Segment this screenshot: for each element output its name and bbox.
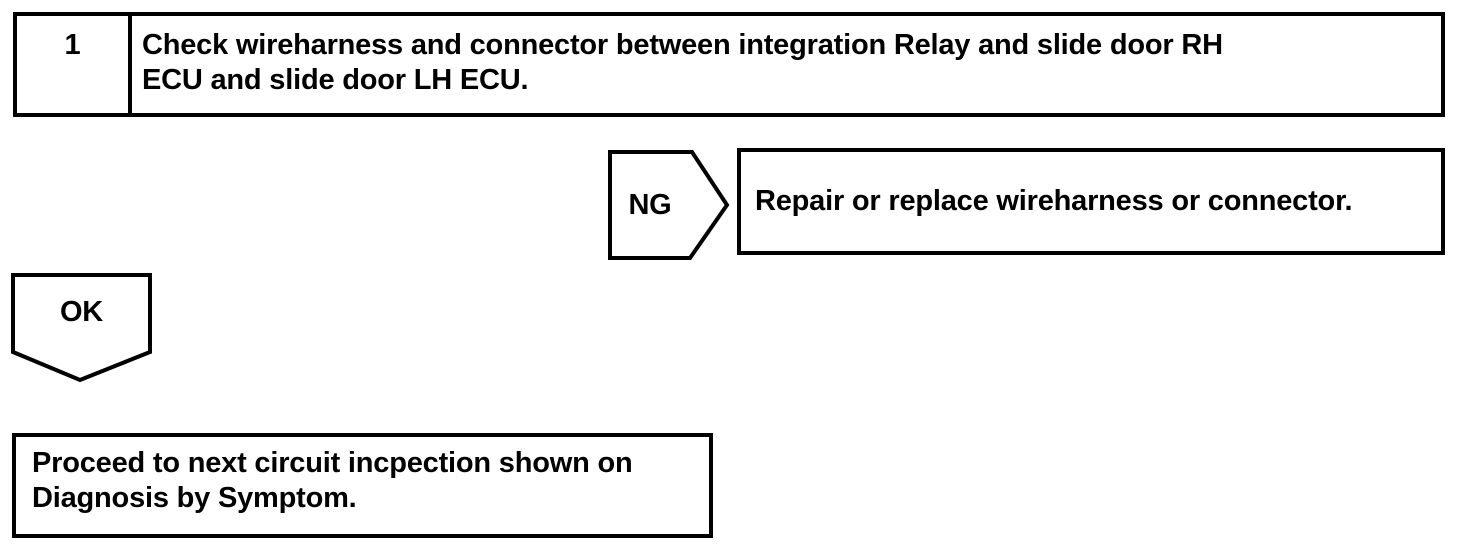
step-instruction-text: Check wireharness and connector between …	[132, 16, 1441, 113]
repair-result-text: Repair or replace wireharness or connect…	[755, 185, 1353, 217]
proceed-result-box: Proceed to next circuit incpection shown…	[12, 433, 713, 538]
step-instruction-line-2: ECU and slide door LH ECU.	[142, 64, 529, 96]
step-number: 1	[64, 29, 81, 61]
step-number-cell: 1	[17, 16, 132, 113]
ok-pentagon-icon	[11, 273, 152, 382]
ng-connector: NG	[608, 150, 730, 260]
proceed-result-line-2: Diagnosis by Symptom.	[32, 482, 357, 514]
ok-connector: OK	[11, 273, 152, 382]
proceed-result-line-1: Proceed to next circuit incpection shown…	[32, 447, 633, 479]
ng-label: NG	[628, 188, 672, 221]
ng-pentagon-icon	[608, 150, 730, 260]
step-box: 1 Check wireharness and connector betwee…	[13, 12, 1445, 117]
ok-label: OK	[59, 296, 104, 328]
step-instruction-line-1: Check wireharness and connector between …	[142, 29, 1223, 61]
repair-result-box: Repair or replace wireharness or connect…	[737, 148, 1445, 255]
